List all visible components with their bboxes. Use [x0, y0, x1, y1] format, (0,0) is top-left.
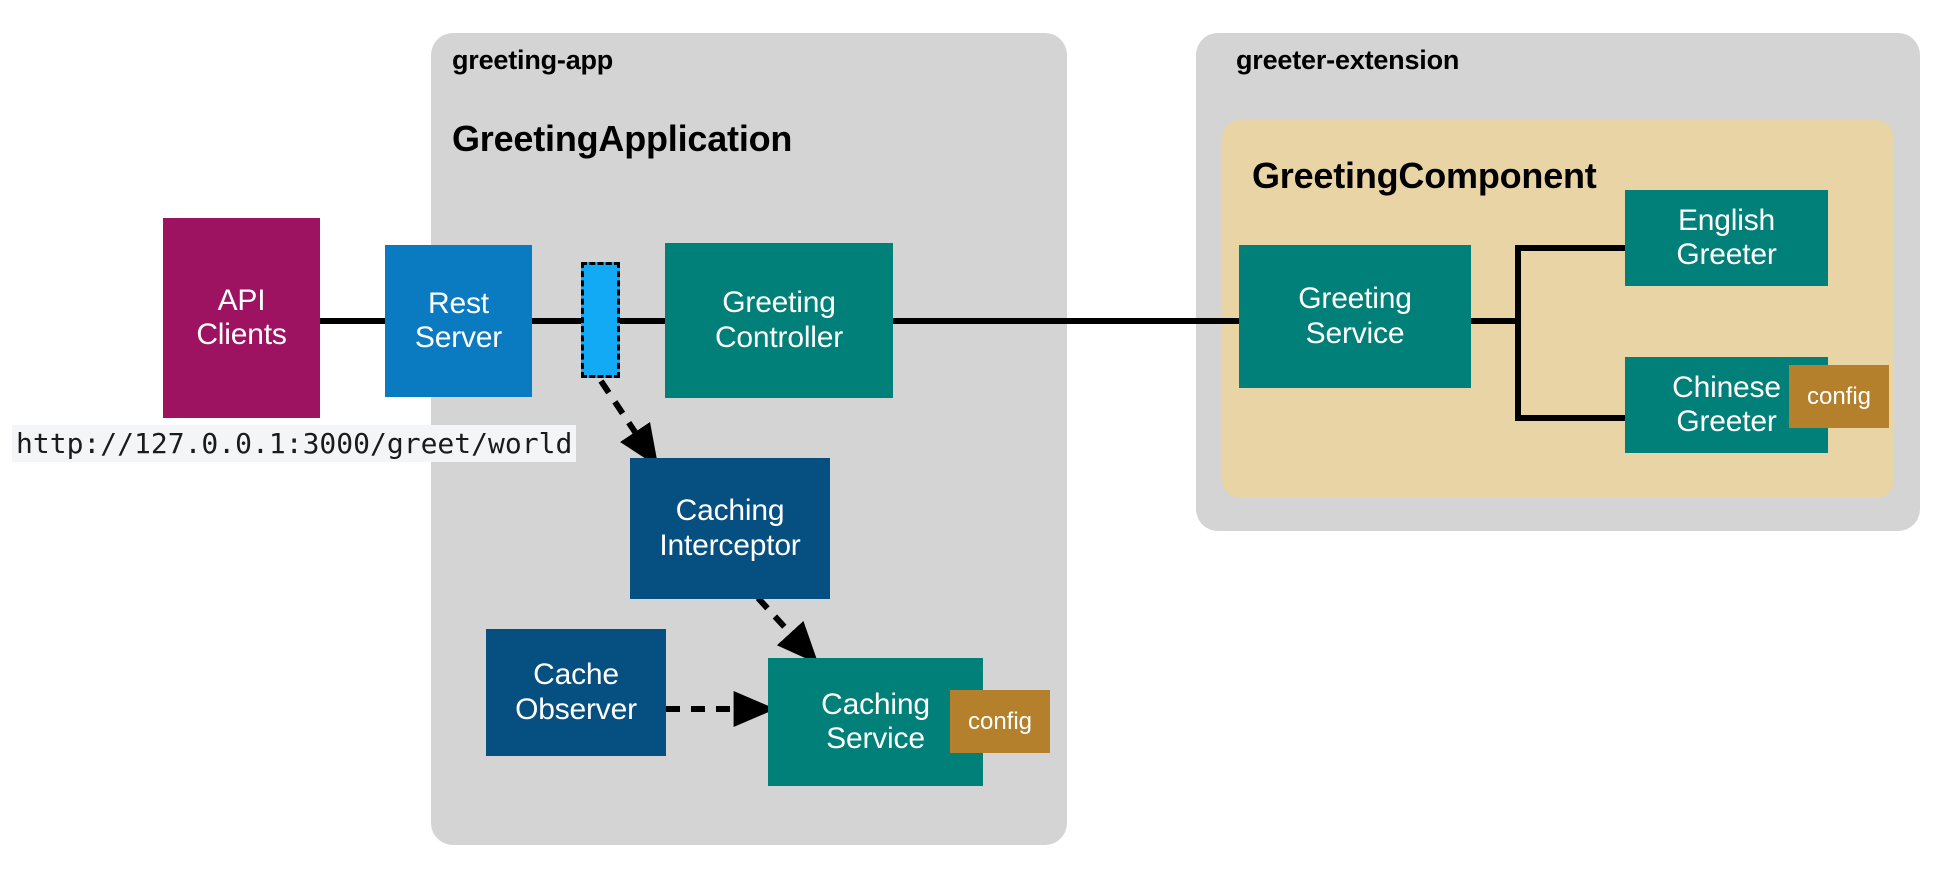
node-chinese-greeter-line1: Chinese — [1672, 370, 1781, 404]
node-greeting-service[interactable]: Greeting Service — [1239, 245, 1471, 388]
badge-chinese-greeter-config[interactable]: config — [1789, 365, 1889, 428]
group-greeter-extension-label: greeter-extension — [1236, 45, 1460, 75]
node-cache-observer-line1: Cache — [533, 658, 619, 692]
node-cache-observer-line2: Observer — [515, 692, 637, 726]
node-greeting-controller-line2: Controller — [714, 320, 844, 354]
connector-clients-to-rest-server — [318, 318, 385, 324]
connector-bracket-to-english-greeter — [1515, 245, 1635, 251]
node-greeting-controller-line1: Greeting — [722, 286, 836, 320]
node-english-greeter-line1: English — [1678, 203, 1775, 237]
node-caching-interceptor-line1: Caching — [675, 494, 785, 528]
node-english-greeter[interactable]: English Greeter — [1625, 190, 1828, 286]
node-api-clients-line1: API — [217, 283, 266, 317]
node-api-clients[interactable]: API Clients — [163, 218, 320, 418]
annotation-request-url: http://127.0.0.1:3000/greet/world — [12, 425, 577, 462]
node-rest-server-line2: Server — [414, 321, 503, 354]
node-english-greeter-line2: Greeter — [1676, 238, 1777, 271]
component-greeting-application-label: GreetingApplication — [452, 118, 793, 159]
node-caching-service-line2: Service — [826, 722, 925, 755]
node-chinese-greeter-line2: Greeter — [1676, 405, 1777, 438]
node-api-clients-line2: Clients — [196, 318, 287, 351]
node-caching-service[interactable]: Caching Service — [768, 658, 983, 786]
connector-greeter-bracket-spine — [1515, 245, 1521, 421]
component-greeting-component-label: GreetingComponent — [1252, 155, 1597, 196]
node-greeting-service-line1: Greeting — [1298, 282, 1412, 316]
node-rest-server-line1: Rest — [428, 286, 489, 320]
badge-caching-service-config[interactable]: config — [950, 690, 1050, 753]
group-greeting-app-label: greeting-app — [452, 45, 614, 75]
connector-bracket-to-chinese-greeter — [1515, 415, 1635, 421]
node-caching-interceptor[interactable]: Caching Interceptor — [630, 458, 830, 599]
node-sequence[interactable] — [581, 262, 620, 378]
node-greeting-service-line2: Service — [1305, 316, 1405, 350]
node-caching-interceptor-line2: Interceptor — [659, 528, 801, 562]
node-greeting-controller[interactable]: Greeting Controller — [665, 243, 893, 398]
node-rest-server[interactable]: Rest Server — [385, 245, 532, 397]
connector-controller-to-greeting-service — [891, 318, 1239, 324]
node-caching-service-line1: Caching — [821, 687, 930, 721]
node-cache-observer[interactable]: Cache Observer — [486, 629, 666, 756]
connector-greeting-service-stem — [1463, 318, 1521, 324]
